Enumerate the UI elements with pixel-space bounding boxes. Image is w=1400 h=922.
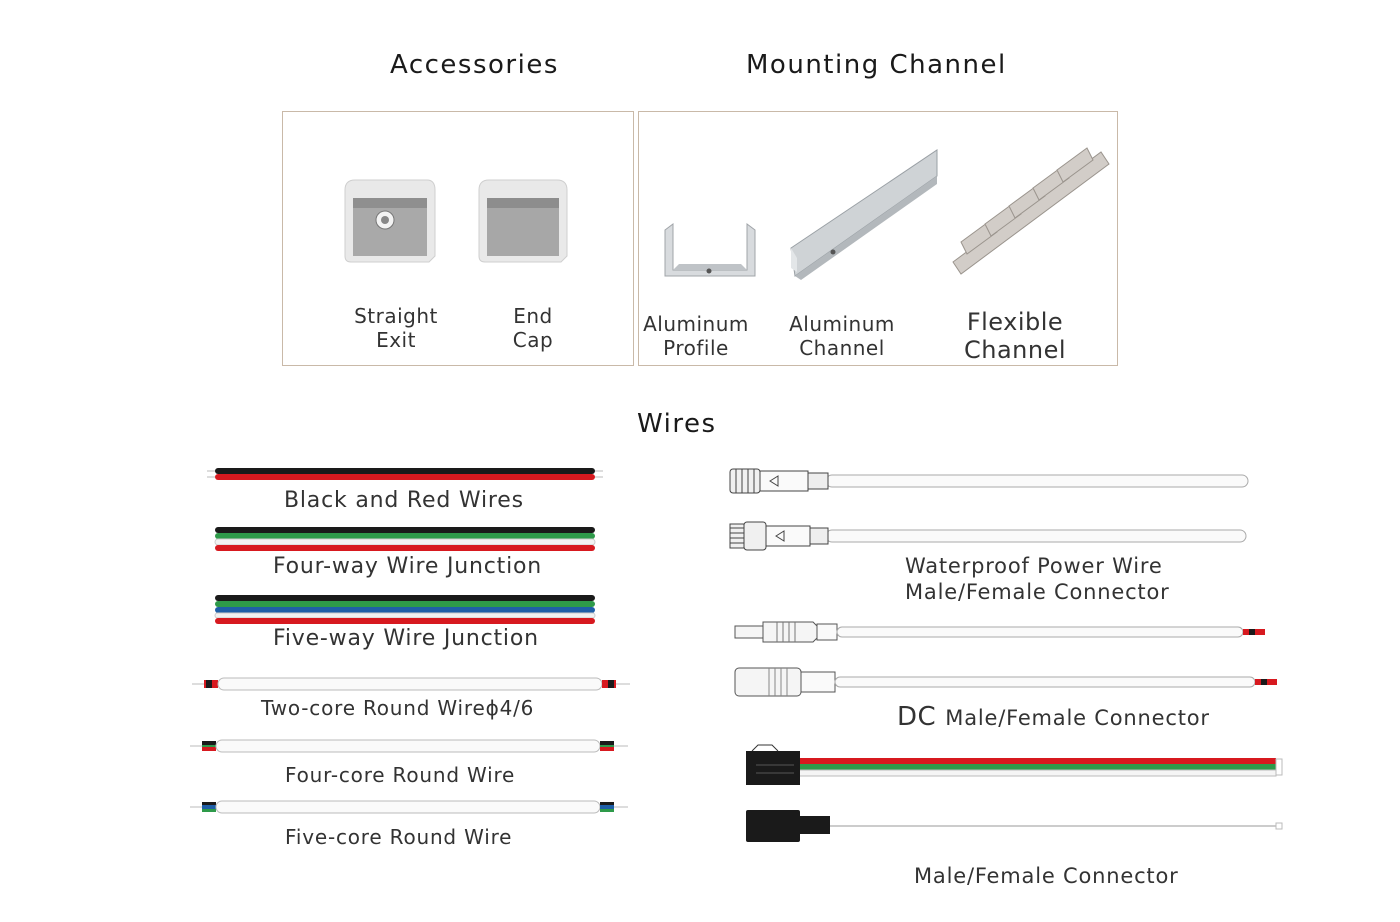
waterproof-wire-label-line1: Waterproof Power Wire bbox=[905, 554, 1163, 578]
mf-connector-wire-a-image bbox=[746, 744, 1283, 785]
five-way-wire-label: Five-way Wire Junction bbox=[273, 626, 539, 651]
mf-connector-wire-b-image bbox=[746, 810, 1283, 842]
dc-suffix: Male/Female Connector bbox=[945, 706, 1210, 730]
aluminum-profile-image bbox=[664, 223, 756, 277]
two-core-round-wire-label: Two-core Round Wireϕ4/6 bbox=[261, 696, 535, 720]
wires-heading: Wires bbox=[637, 409, 717, 439]
mounting-channel-heading: Mounting Channel bbox=[746, 50, 1007, 80]
black-red-wire-image bbox=[207, 468, 603, 480]
accessories-heading: Accessories bbox=[390, 50, 559, 80]
five-way-wire-image bbox=[214, 595, 596, 624]
waterproof-male-connector-image bbox=[729, 521, 1247, 551]
flexible-channel-image bbox=[952, 147, 1110, 275]
dc-female-connector-image bbox=[734, 667, 1277, 697]
dc-prefix: DC bbox=[897, 702, 937, 732]
four-core-round-wire-image bbox=[190, 739, 628, 753]
four-way-wire-label: Four-way Wire Junction bbox=[273, 554, 543, 579]
aluminum-channel-image bbox=[790, 149, 938, 280]
dc-male-connector-image bbox=[734, 621, 1265, 643]
black-red-wires-label: Black and Red Wires bbox=[284, 488, 524, 513]
mf-connector-label: Male/Female Connector bbox=[914, 864, 1179, 888]
waterproof-wire-label-line2: Male/Female Connector bbox=[905, 580, 1170, 604]
end-cap-image bbox=[478, 179, 568, 263]
five-core-round-wire-label: Five-core Round Wire bbox=[285, 825, 513, 849]
dc-connector-label: DC Male/Female Connector bbox=[897, 702, 1210, 732]
straight-exit-image bbox=[344, 179, 436, 263]
four-core-round-wire-label: Four-core Round Wire bbox=[285, 763, 516, 787]
waterproof-female-connector-image bbox=[729, 468, 1249, 494]
five-core-round-wire-image bbox=[190, 800, 628, 814]
four-way-wire-image bbox=[214, 527, 596, 551]
two-core-round-wire-image bbox=[192, 677, 630, 691]
